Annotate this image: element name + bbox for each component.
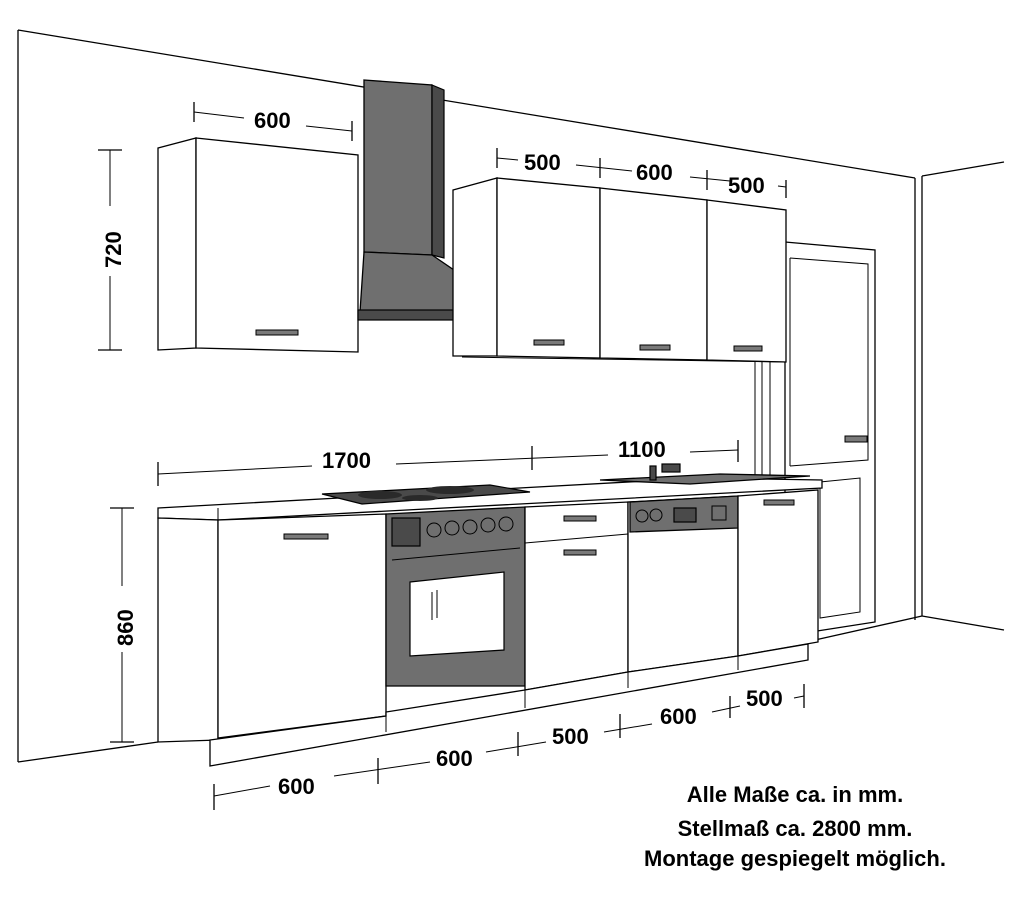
dimension-lines [98,102,805,810]
dim-upper-right-3: 500 [728,173,765,198]
dim-base-5: 500 [746,686,783,711]
sink [599,473,811,485]
dim-upper-left-width: 600 [254,108,291,133]
door-handle [844,435,868,443]
dim-upper-right-1: 500 [524,150,561,175]
dim-base-1: 600 [278,774,315,799]
note-line-2: Stellmaß ca. 2800 mm. [678,816,913,841]
dim-base-2: 600 [436,746,473,771]
upper-cabinets-right [452,177,787,363]
dim-counter-left: 1700 [322,448,371,473]
dim-base-4: 600 [660,704,697,729]
faucet [649,465,657,481]
dimension-labels: 600 720 500 600 500 1700 1100 860 600 60… [101,108,783,799]
dim-counter-right: 1100 [618,437,666,462]
dim-upper-height: 720 [101,231,126,268]
note-line-3: Montage gespiegelt möglich. [644,846,946,871]
dim-base-height: 860 [113,609,138,646]
notes: Alle Maße ca. in mm. Stellmaß ca. 2800 m… [644,782,946,871]
upper-cabinet-left [157,137,359,353]
dim-base-3: 500 [552,724,589,749]
note-line-1: Alle Maße ca. in mm. [687,782,903,807]
room-walls [17,29,1005,763]
base-cabinets [157,489,819,767]
cabinet-handle [255,329,299,336]
dim-upper-right-2: 600 [636,160,673,185]
